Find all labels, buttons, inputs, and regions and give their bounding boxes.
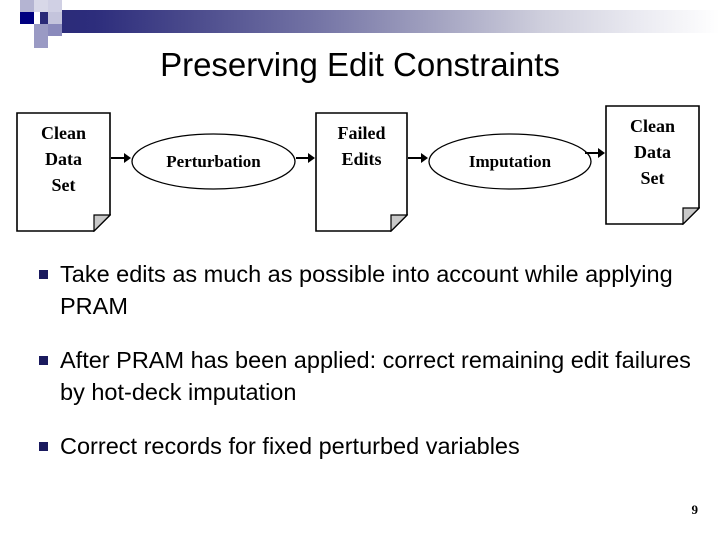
list-item: Correct records for fixed perturbed vari… [34, 430, 694, 462]
arrow-imputation-to-clean [585, 148, 605, 158]
flow-node-label: Imputation [468, 151, 552, 171]
list-item-text: Correct records for fixed perturbed vari… [60, 433, 520, 459]
list-item: After PRAM has been applied: correct rem… [34, 344, 694, 408]
header-decoration [0, 0, 720, 48]
header-gradient-bar [40, 10, 720, 33]
deco-square-mid-3 [34, 36, 48, 48]
page-title: Preserving Edit Constraints [160, 46, 560, 83]
deco-square-pale-4 [20, 0, 34, 12]
list-item-text: After PRAM has been applied: correct rem… [60, 347, 691, 405]
flow-node-label: Perturbation [166, 151, 261, 171]
deco-square-mid-1 [34, 24, 48, 36]
bullet-square-icon [39, 442, 48, 451]
bullet-square-icon [39, 270, 48, 279]
arrow-perturbation-to-failed [296, 153, 315, 163]
deco-square-pale-3 [48, 0, 62, 12]
deco-square-mid-2 [48, 24, 62, 36]
arrow-failed-to-imputation [408, 153, 428, 163]
arrow-clean-to-perturbation [111, 153, 131, 163]
list-item: Take edits as much as possible into acco… [34, 258, 694, 322]
list-item-text: Take edits as much as possible into acco… [60, 261, 673, 319]
deco-square-pale-2 [48, 12, 62, 24]
flow-node-perturbation: Perturbation [131, 133, 296, 190]
page-number: 9 [691, 502, 699, 517]
bullet-square-icon [39, 356, 48, 365]
deco-square-pale-1 [34, 0, 48, 12]
bullet-list: Take edits as much as possible into acco… [34, 258, 694, 484]
deco-square-dark [20, 12, 34, 24]
flow-node-imputation: Imputation [428, 133, 592, 190]
